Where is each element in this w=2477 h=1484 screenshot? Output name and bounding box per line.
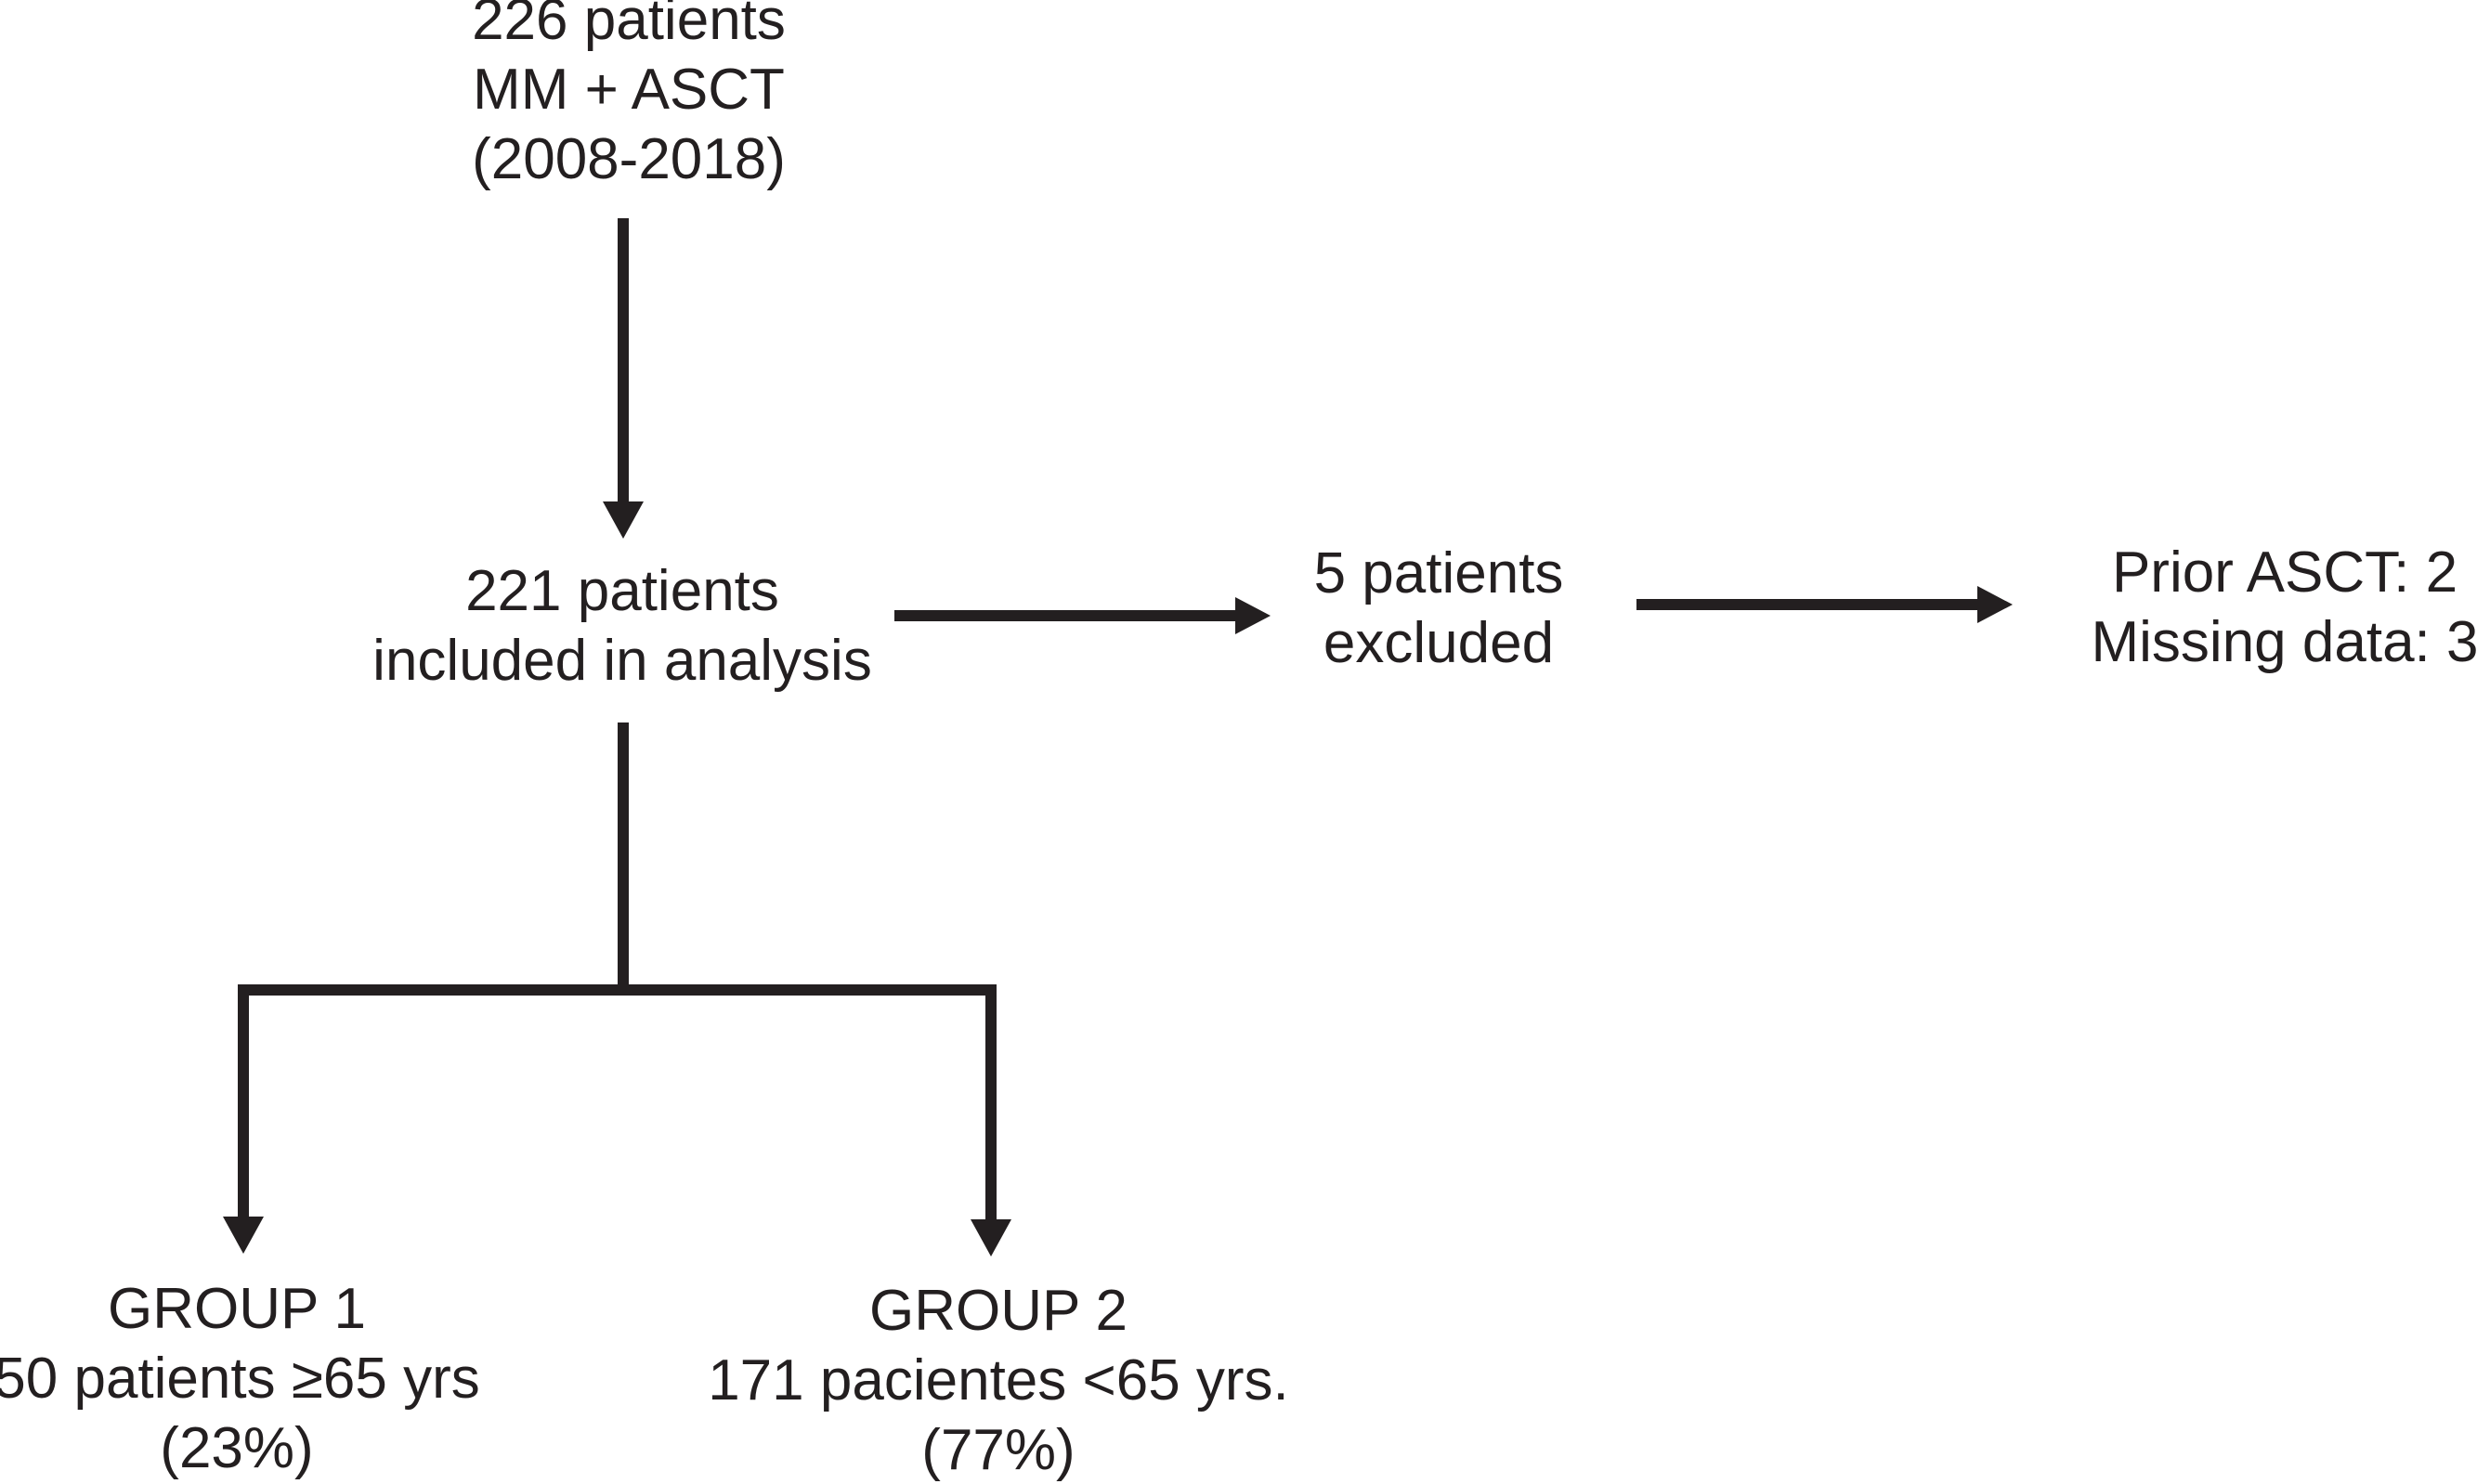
text-line: 50 patients ≥65 yrs — [0, 1347, 480, 1411]
text-line: GROUP 1 — [108, 1277, 366, 1341]
text-line: included in analysis — [372, 629, 872, 693]
text-line: (77%) — [921, 1418, 1076, 1482]
text-line: 171 pacientes <65 yrs. — [708, 1348, 1289, 1412]
text-line: 5 patients — [1313, 541, 1564, 605]
text-line: GROUP 2 — [869, 1279, 1128, 1343]
arrowhead-down — [971, 1219, 1011, 1256]
node-initial-patients: 226 patients MM + ASCT (2008-2018) — [350, 0, 907, 194]
branch-left-drop — [238, 984, 249, 1218]
text-line: Missing data: 3 — [2091, 610, 2477, 674]
text-line: (2008-2018) — [472, 127, 786, 191]
node-group2: GROUP 2 171 pacientes <65 yrs. (77%) — [673, 1276, 1323, 1484]
arrowhead-down — [603, 501, 644, 539]
node-exclusion-reasons: Prior ASCT: 2 Missing data: 3 — [2043, 538, 2477, 677]
arrowhead-right — [1977, 586, 2013, 623]
text-line: Prior ASCT: 2 — [2111, 540, 2458, 605]
branch-right-drop — [985, 984, 997, 1221]
text-line: (23%) — [160, 1416, 314, 1480]
node-included-analysis: 221 patients included in analysis — [344, 556, 901, 696]
text-line: 221 patients — [465, 559, 779, 623]
text-line: MM + ASCT — [473, 58, 785, 122]
node-excluded: 5 patients excluded — [1206, 539, 1671, 678]
arrow-shaft — [894, 610, 1237, 621]
arrowhead-right — [1235, 597, 1271, 634]
text-line: excluded — [1323, 611, 1555, 675]
text-line: 226 patients — [472, 0, 786, 52]
arrow-shaft — [618, 218, 629, 503]
branch-bar — [238, 984, 997, 996]
branch-stem — [618, 722, 629, 996]
node-group1: GROUP 1 50 patients ≥65 yrs (23%) — [0, 1274, 515, 1483]
arrow-shaft — [1636, 599, 1979, 610]
arrowhead-down — [223, 1217, 264, 1254]
